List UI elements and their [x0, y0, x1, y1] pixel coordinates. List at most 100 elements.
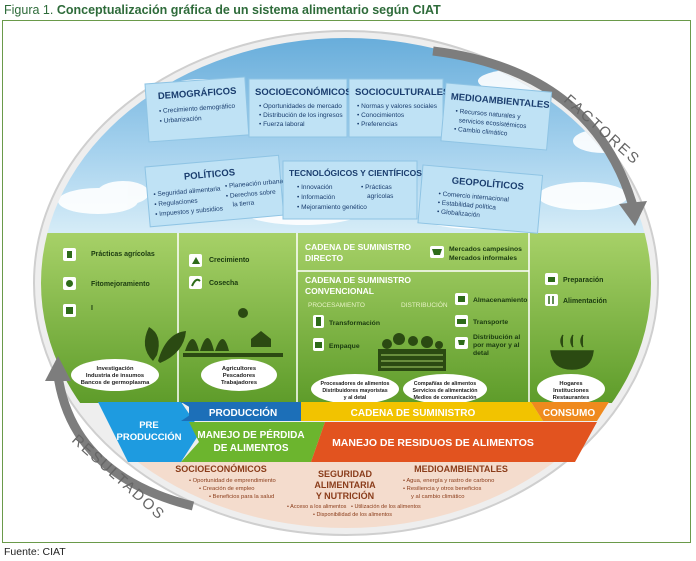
factor-item: • Mejoramiento genético — [297, 204, 367, 211]
cadena-oval-1 — [311, 374, 399, 404]
outcome-seg-title: SEGURIDAD — [318, 469, 373, 479]
band-residuos-label: MANEJO DE RESIDUOS DE ALIMENTOS — [332, 437, 534, 449]
consumo-item: Preparación — [563, 277, 603, 284]
oval-text: Medios de comunicación — [414, 395, 477, 401]
factor-title: DEMOGRÁFICOS — [158, 86, 237, 102]
oval-text: Instituciones — [553, 388, 589, 394]
oval-text: Restaurantes — [553, 395, 590, 401]
resultados-arrow — [53, 375, 195, 511]
outcome-item: • Creación de empleo — [199, 486, 255, 492]
dist-item: por mayor y al — [473, 342, 520, 349]
factor-item: • Distribución de los ingresos — [259, 112, 343, 119]
food-system-diagram: FACTORES RESULTADOS DEMOGRÁFICOS • Creci… — [33, 30, 659, 536]
outcome-socio-title: SOCIOECONÓMICOS — [175, 463, 267, 474]
band-produccion-label: PRODUCCIÓN — [209, 406, 277, 419]
cadena-column: CADENA DE SUMINISTRO DIRECTO Mercados ca… — [305, 242, 527, 404]
oval-text: Agricultores — [222, 366, 256, 372]
factores-arrow-head — [619, 201, 647, 226]
prod-item: Cosecha — [209, 280, 238, 287]
cadena-conv-title: CONVENCIONAL — [305, 286, 374, 296]
factor-title: SOCIOCULTURALES — [355, 87, 449, 98]
oval-text: Procesadores de alimentos — [321, 381, 390, 387]
consumo-item: Alimentación — [563, 298, 607, 305]
oval-text: Hogares — [559, 381, 582, 387]
band-produccion-rect — [189, 402, 301, 421]
factor-item: • Innovación — [297, 184, 333, 191]
consumo-column: Preparación Alimentación Hogares Institu… — [537, 273, 607, 404]
factor-geopoliticos: GEOPOLÍTICOS • Comercio internacional • … — [417, 164, 544, 234]
oval-text: Distribuidores mayoristas — [322, 388, 387, 394]
factor-item: • Información — [297, 194, 335, 201]
factor-item: la tierra — [232, 200, 255, 209]
outcome-item: • Oportunidad de emprendimiento — [189, 478, 276, 484]
band-pre — [98, 402, 201, 462]
caption-prefix: Figura 1. — [4, 3, 54, 17]
oval-text: Investigación — [96, 366, 134, 372]
mercados-text: Mercados informales — [449, 255, 517, 262]
proc-item: Transformación — [329, 320, 380, 327]
band-perdida-label: MANEJO DE PÉRDIDA — [197, 428, 304, 441]
stage-bands: PRE PRODUCCIÓN PRODUCCIÓN CADENA DE SUMI… — [98, 402, 609, 462]
resultados-arrow-head — [45, 356, 71, 381]
proc-item: Empaque — [329, 343, 360, 350]
caption-title: Conceptualización gráfica de un sistema … — [56, 3, 441, 17]
cadena-directo-title: CADENA DE SUMINISTRO — [305, 242, 411, 252]
factor-item: • Normas y valores sociales — [357, 103, 438, 110]
factor-tecnologicos: TECNOLÓGICOS Y CIENTÍFICOS • Innovación … — [282, 160, 422, 220]
factor-item: • Derechos sobre — [226, 189, 277, 200]
mercados-text: Mercados campesinos — [449, 246, 522, 253]
factor-item: • Globalización — [437, 208, 481, 219]
factor-demograficos: DEMOGRÁFICOS • Crecimiento demográfico •… — [144, 76, 250, 143]
oval-text: Industria de insumos — [86, 373, 144, 379]
factor-medioambientales: MEDIOAMBIENTALES • Recursos naturales y … — [440, 82, 553, 151]
pre-oval — [71, 359, 159, 391]
factor-socioeconomicos: SOCIOECONÓMICOS • Oportunidades de merca… — [248, 78, 352, 138]
cadena-oval-2 — [403, 374, 487, 404]
crate-slats — [381, 354, 443, 368]
outcome-seg-title: Y NUTRICIÓN — [316, 490, 374, 501]
factor-item: • Prácticas — [361, 184, 393, 191]
factor-title: SOCIOECONÓMICOS — [255, 86, 352, 98]
dist-item: Distribución al — [473, 334, 520, 341]
band-residuos — [311, 422, 597, 462]
outcome-item: • Acceso a los alimentos — [287, 504, 347, 510]
procesamiento-label: PROCESAMIENTO — [308, 302, 365, 309]
oval-text: Compañías de alimentos — [414, 381, 476, 387]
factor-socioculturales: SOCIOCULTURALES • Normas y valores socia… — [348, 78, 449, 138]
factor-title: POLÍTICOS — [184, 167, 236, 182]
seedling-icon — [144, 327, 186, 363]
outcomes: SOCIOECONÓMICOS • Oportunidad de emprend… — [175, 463, 508, 518]
factor-politicos: POLÍTICOS • Seguridad alimentaria • Regu… — [144, 154, 285, 228]
factor-item: • Urbanización — [159, 115, 202, 125]
band-pre-label: PRE — [139, 420, 159, 431]
factor-item: • Oportunidades de mercado — [259, 103, 342, 110]
factor-title: TECNOLÓGICOS Y CIENTÍFICOS — [289, 167, 422, 178]
oval-text: y al detal — [344, 395, 367, 401]
pre-item: Prácticas agrícolas — [91, 251, 155, 258]
prod-item: Crecimiento — [209, 257, 249, 264]
oval-text: Pescadores — [223, 373, 256, 379]
consumo-oval — [537, 374, 605, 404]
oval-text: Bancos de germoplasma — [81, 380, 150, 386]
oval-text: Trabajadores — [221, 380, 257, 386]
outcome-item: y al cambio climático — [411, 494, 464, 500]
factor-item: • Fuerza laboral — [259, 121, 305, 128]
band-pre-label: PRODUCCIÓN — [117, 431, 182, 443]
cadena-conv-title: CADENA DE SUMINISTRO — [305, 275, 411, 285]
preproduccion-column: Prácticas agrícolas Fitomejoramiento I I… — [63, 248, 186, 391]
farm-icon — [183, 308, 283, 357]
outcome-item: • Beneficios para la salud — [209, 494, 274, 500]
outcome-item: • Disponibilidad de los alimentos — [313, 512, 392, 518]
band-consumo — [531, 402, 609, 421]
outcome-item: • Utilización de los alimentos — [351, 504, 421, 510]
outcome-seg-title: ALIMENTARIA — [314, 480, 376, 490]
figure-caption: Figura 1. Conceptualización gráfica de u… — [4, 3, 441, 17]
factores-arrow — [432, 46, 638, 208]
band-perdida — [181, 422, 325, 462]
bowl-icon — [550, 334, 594, 370]
pre-item: Fitomejoramiento — [91, 281, 150, 288]
dist-item: detal — [473, 350, 489, 357]
band-consumo-label: CONSUMO — [543, 408, 595, 419]
dist-item: Transporte — [473, 319, 508, 326]
band-cadena-label: CADENA DE SUMINISTRO — [351, 408, 476, 419]
